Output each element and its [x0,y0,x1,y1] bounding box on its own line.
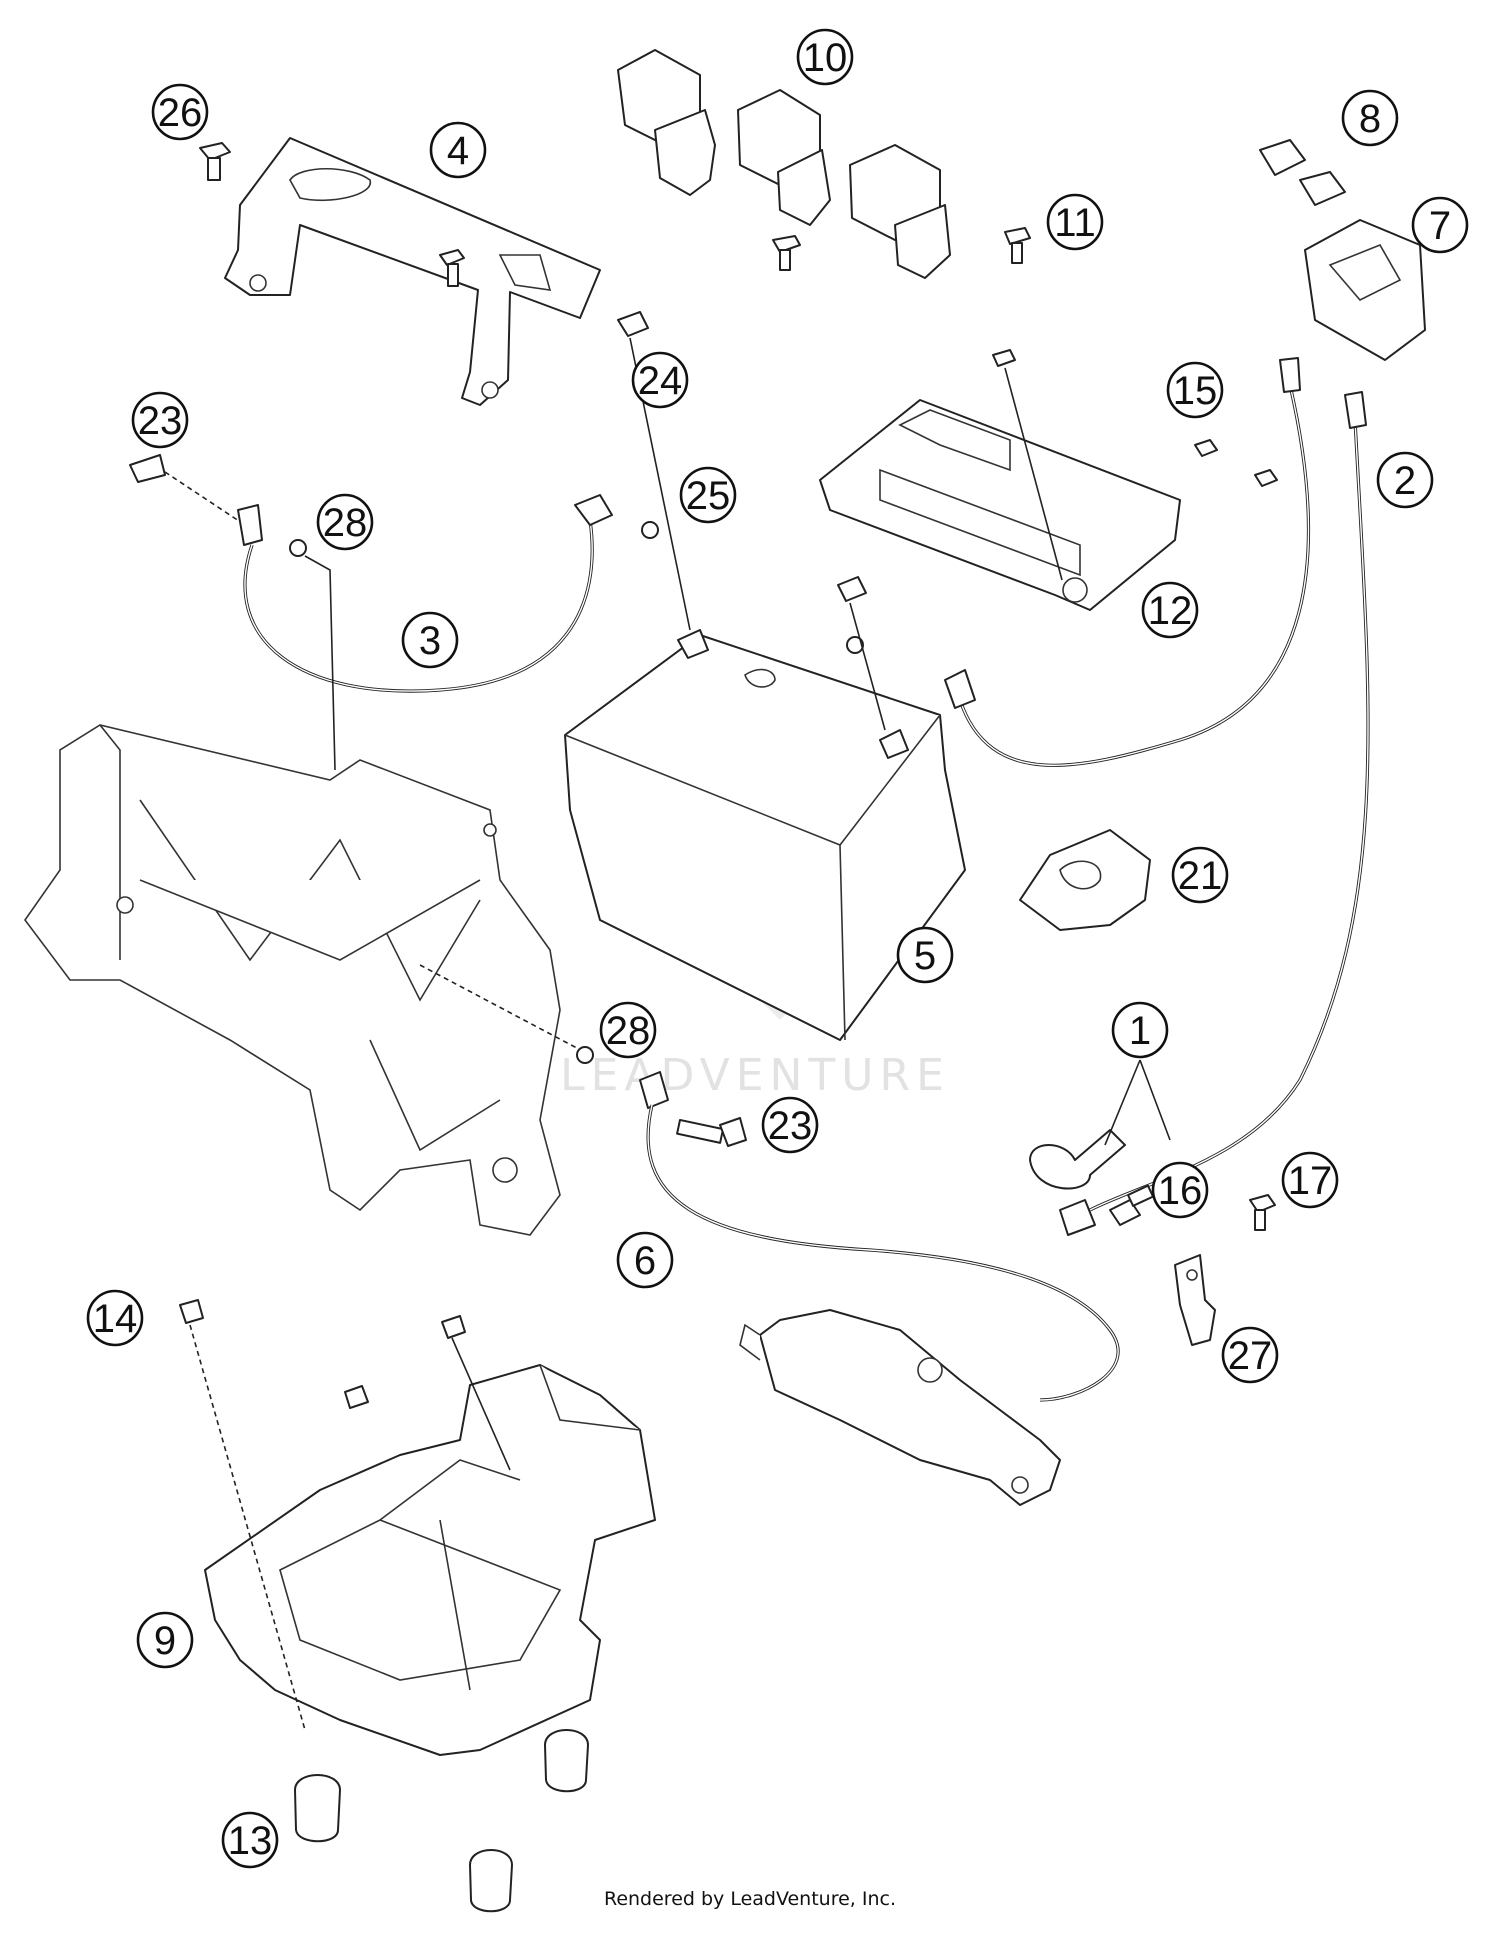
callout-6: 6 [616,1231,674,1289]
callout-13: 13 [221,1811,279,1869]
callout-15: 15 [1166,361,1224,419]
callout-8: 8 [1341,89,1399,147]
callout-16: 16 [1151,1161,1209,1219]
frame [24,724,591,1236]
callout-4: 4 [429,121,487,179]
part-11-screw [1004,227,1031,264]
callout-28a: 28 [316,493,374,551]
part-10-connectors [617,49,951,279]
callout-label: 23 [768,1104,813,1148]
callout-label: 23 [138,399,183,443]
callout-7: 7 [1411,196,1469,254]
callout-17: 17 [1281,1151,1339,1209]
part-27-terminal [1174,1254,1216,1346]
callout-label: 15 [1173,369,1218,413]
part-17-bolt [1249,1194,1276,1231]
callout-label: 1 [1129,1009,1151,1053]
part-3-cable [129,454,613,771]
callout-label: 8 [1359,97,1381,141]
part-21-starter-relay [1019,829,1151,931]
part-7-fuse-box [1304,219,1426,361]
callout-label: 12 [1148,589,1193,633]
callout-11: 11 [1046,193,1104,251]
callout-1: 1 [1111,1001,1169,1059]
callout-label: 21 [1178,854,1223,898]
watermark-text: LEADVENTURE [560,1050,950,1101]
callout-3: 3 [401,611,459,669]
callout-label: 26 [158,91,203,135]
callout-label: 10 [803,36,848,80]
part-5-battery [564,629,966,1041]
callout-23b: 23 [761,1096,819,1154]
callout-label: 17 [1288,1159,1333,1203]
callout-label: 9 [154,1619,176,1663]
callout-26: 26 [151,83,209,141]
callout-label: 11 [1054,201,1096,245]
callout-label: 6 [634,1239,656,1283]
callout-5: 5 [896,926,954,984]
callout-2: 2 [1376,451,1434,509]
callout-1-leader [1104,1059,1171,1146]
callout-25: 25 [679,466,737,524]
part-9-battery-tray [179,1299,656,1756]
callout-12: 12 [1141,581,1199,639]
part-4-bracket [224,137,601,406]
part-12-cover [819,349,1181,611]
render-credit: Rendered by LeadVenture, Inc. [603,1888,897,1910]
callout-14: 14 [86,1289,144,1347]
callout-label: 14 [93,1297,138,1341]
callout-label: 3 [419,619,441,663]
part-2-cable [944,357,1310,767]
callout-24: 24 [631,351,689,409]
part-13-dampers [294,1729,589,1913]
callout-label: 24 [638,359,683,403]
callout-label: 2 [1394,459,1416,503]
callout-label: 13 [228,1819,273,1863]
callout-label: 28 [606,1009,651,1053]
part-8-fuses [1259,139,1346,206]
callout-28b: 28 [599,1001,657,1059]
callout-label: 25 [686,474,731,518]
callout-27: 27 [1221,1326,1279,1384]
callout-label: 5 [914,934,936,978]
callout-9: 9 [136,1611,194,1669]
callout-label: 16 [1158,1169,1203,1213]
part-15-screws [1194,439,1278,487]
starter-motor [739,1309,1061,1506]
part-26-screw [199,142,231,181]
part-6-cable [576,1046,1120,1402]
callout-label: 27 [1228,1334,1273,1378]
callout-23a: 23 [131,391,189,449]
callout-label: 7 [1429,204,1451,248]
callout-label: 4 [447,129,469,173]
callout-21: 21 [1171,846,1229,904]
part-16-bolt [1109,1184,1155,1226]
callout-label: 28 [323,501,368,545]
callout-10: 10 [796,28,854,86]
